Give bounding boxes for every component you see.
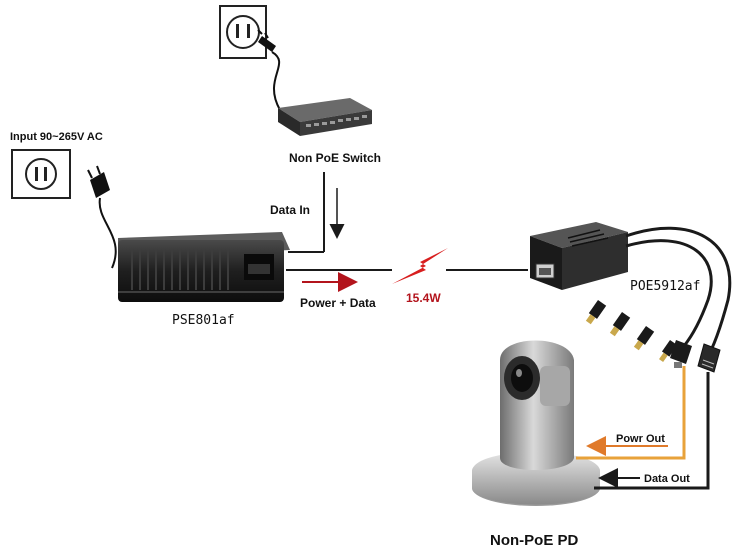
data-in-label: Data In (270, 203, 310, 217)
data-out-label: Data Out (644, 473, 690, 485)
pse-label: PSE801af (172, 313, 235, 328)
data-out-line (594, 372, 710, 490)
power-data-label: Power + Data (300, 296, 376, 310)
poe-splitter-device (530, 222, 628, 290)
input-ac-label: Input 90~265V AC (10, 131, 103, 143)
pd-label: Non-PoE PD (490, 532, 578, 549)
data-out-cable (625, 226, 732, 361)
adapter-tips (585, 300, 678, 363)
power-plug-icon (257, 29, 281, 111)
wattage-label: 15.4W (406, 291, 441, 305)
poe-splitter-label: POE5912af (630, 279, 700, 294)
non-poe-switch-device (278, 98, 372, 136)
non-poe-switch-label: Non PoE Switch (289, 151, 381, 165)
power-out-line (576, 366, 686, 460)
rj45-plug (697, 343, 721, 373)
power-outlet-icon (11, 149, 71, 199)
power-out-label: Powr Out (616, 433, 665, 445)
pse-injector-device (118, 232, 290, 302)
power-outlet-icon (219, 5, 267, 59)
power-plug-icon (87, 165, 117, 269)
camera-device (472, 340, 600, 506)
power-out-cable (625, 239, 713, 347)
lightning-bolt-icon (392, 248, 448, 284)
